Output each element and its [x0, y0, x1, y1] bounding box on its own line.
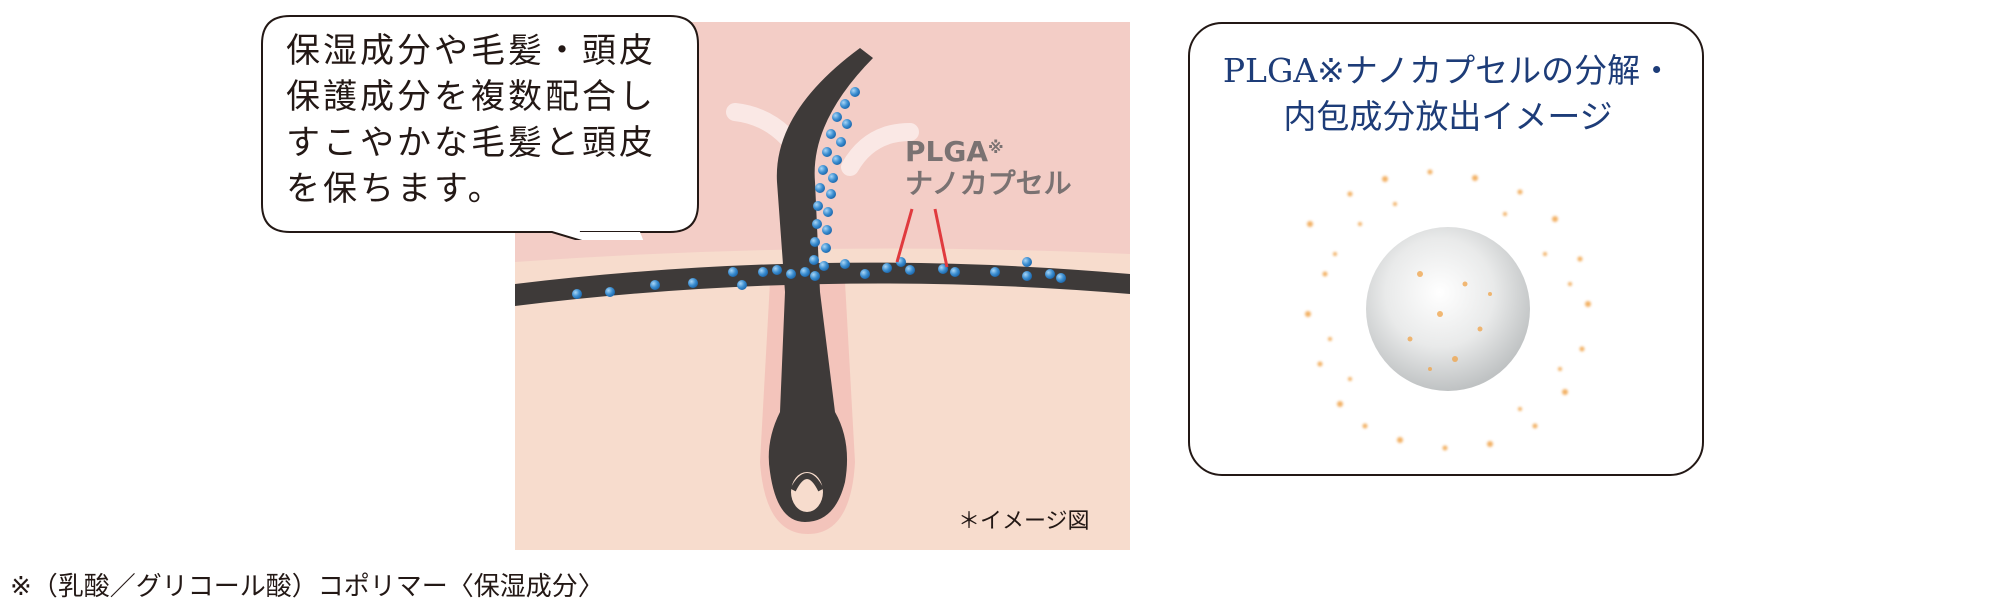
speech-bubble — [261, 15, 699, 240]
hair-root — [768, 292, 848, 522]
image-note: ＊イメージ図 — [958, 509, 1090, 534]
release-title: PLGA※ナノカプセルの分解・ 内包成分放出イメージ — [1190, 48, 1706, 140]
released-ingredient-dots — [1305, 169, 1591, 451]
bubble-text: 保湿成分や毛髪・頭皮 保護成分を複数配合し すこやかな毛髪と頭皮 を保ちます。 — [286, 31, 656, 209]
capsule-label: PLGA※ ナノカプセル — [905, 136, 1072, 200]
hair-shaft — [776, 48, 873, 292]
release-title-line1: PLGA※ナノカプセルの分解・ — [1222, 51, 1674, 90]
capsule-inner-dots — [1407, 271, 1492, 371]
capsule-label-line1: PLGA — [905, 135, 989, 168]
release-panel: PLGA※ナノカプセルの分解・ 内包成分放出イメージ — [1188, 22, 1704, 476]
capsule-label-line2: ナノカプセル — [905, 167, 1072, 200]
nano-capsule-sphere — [1366, 227, 1530, 391]
hair-follicle-diagram — [515, 22, 1130, 550]
capsule-pointer-lines — [895, 208, 949, 268]
footnote: ※（乳酸／グリコール酸）コポリマー〈保湿成分〉 — [10, 572, 604, 602]
capsule-label-mark: ※ — [988, 138, 1004, 157]
release-title-line2: 内包成分放出イメージ — [1283, 97, 1613, 136]
skin-surface — [515, 262, 1130, 306]
capsule-release-illustration — [1305, 169, 1591, 451]
arrow-right — [841, 123, 919, 176]
